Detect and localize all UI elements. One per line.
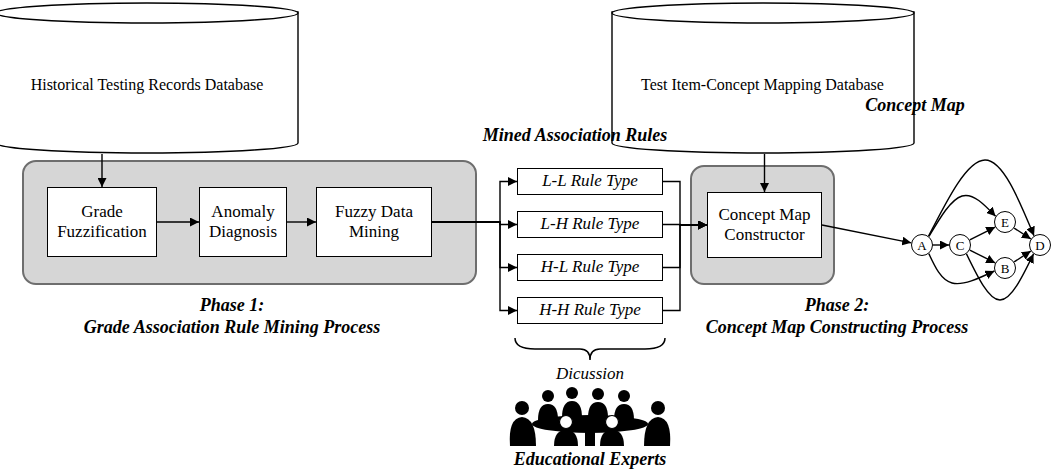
cylinder-top	[612, 3, 914, 23]
phase-title: Phase 1:	[12, 295, 452, 317]
node-text: H-H Rule Type	[539, 300, 641, 320]
connector-arrow	[432, 182, 517, 223]
connector-arrow	[432, 222, 517, 268]
phase-heading: Phase 1:Grade Association Rule Mining Pr…	[12, 295, 452, 338]
label-holder: Educational Experts	[480, 449, 700, 471]
concept-circle: A	[911, 234, 933, 256]
process-box: Grade Fuzzification	[47, 187, 157, 257]
discussion-label: Dicussion	[520, 364, 660, 384]
concept-circle: D	[1029, 234, 1051, 256]
node-text: E	[1001, 216, 1009, 229]
group-heading: Educational Experts	[480, 449, 700, 471]
connector-arrow	[663, 224, 707, 226]
node-text: Anomaly Diagnosis	[204, 202, 282, 243]
node-text: L-H Rule Type	[541, 214, 640, 234]
node-text: Grade Fuzzification	[52, 202, 152, 243]
process-box: Anomaly Diagnosis	[199, 187, 287, 257]
process-box: Fuzzy Data Mining	[316, 187, 432, 257]
node-text: Concept Map Constructor	[712, 205, 817, 246]
database-cylinder: Historical Testing Records Database	[0, 2, 299, 154]
curly-bracket	[515, 338, 665, 360]
connector-arrow	[663, 182, 707, 226]
connector-arrow	[929, 195, 996, 236]
concept-circle: C	[949, 234, 971, 256]
connector-arrow	[663, 225, 707, 268]
connector-arrow	[764, 154, 765, 192]
connector-arrow	[432, 222, 517, 311]
connector-arrow	[1014, 228, 1031, 239]
group-heading: Concept Map	[835, 95, 995, 117]
rule-type-box: H-L Rule Type	[517, 254, 663, 281]
group-heading: Mined Association Rules	[465, 125, 685, 147]
phase-title: Phase 2:	[657, 295, 1017, 317]
rule-type-box: L-L Rule Type	[517, 168, 663, 195]
concept-circle: E	[994, 211, 1016, 233]
concept-circle: B	[994, 257, 1016, 279]
experts-illustration	[510, 387, 671, 446]
cylinder-body	[0, 12, 298, 153]
connector-arrow	[929, 254, 995, 284]
label-holder: Mined Association Rules	[465, 125, 685, 147]
node-text: A	[917, 239, 926, 252]
connector-arrow	[966, 254, 1033, 300]
connector-arrow	[287, 221, 316, 222]
phase-title: Concept Map Constructing Process	[657, 317, 1017, 339]
label-holder: Dicussion	[520, 364, 660, 384]
node-text: C	[956, 239, 965, 252]
node-text: L-L Rule Type	[542, 171, 638, 191]
connector-arrow	[663, 225, 707, 311]
node-text: Test Item-Concept Mapping Database	[641, 76, 884, 94]
cylinder-top	[0, 3, 298, 23]
node-text: Fuzzy Data Mining	[321, 202, 427, 243]
rule-type-box: L-H Rule Type	[517, 211, 663, 238]
node-text: H-L Rule Type	[541, 257, 640, 277]
process-box: Concept Map Constructor	[707, 192, 822, 258]
node-text: B	[1001, 262, 1010, 275]
connector-arrow	[929, 160, 1034, 236]
connector-arrow	[432, 222, 517, 225]
connector-arrow	[970, 250, 995, 263]
phase-panel: Phase 1:Grade Association Rule Mining Pr…	[22, 160, 477, 285]
connector-arrow	[822, 225, 911, 243]
node-text: Historical Testing Records Database	[31, 76, 264, 94]
connector-arrow	[1014, 251, 1031, 262]
label-holder: Concept Map	[835, 95, 995, 117]
node-text: D	[1035, 239, 1044, 252]
phase-title: Grade Association Rule Mining Process	[12, 317, 452, 339]
connector-arrow	[157, 221, 199, 222]
connector-arrow	[101, 154, 102, 187]
rule-type-box: H-H Rule Type	[517, 297, 663, 324]
connector-arrow	[933, 244, 949, 245]
connector-arrow	[970, 227, 995, 240]
phase-heading: Phase 2:Concept Map Constructing Process	[657, 295, 1017, 338]
phase-panel: Phase 2:Concept Map Constructing Process…	[690, 165, 835, 285]
